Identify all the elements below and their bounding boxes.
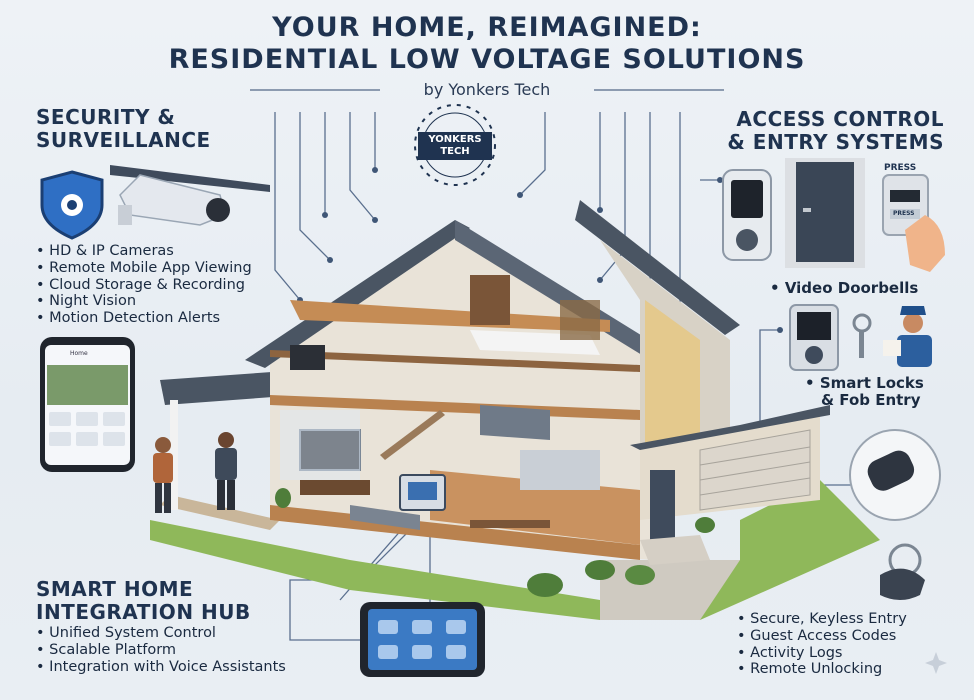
control-tablet [360, 602, 485, 677]
hub-title: SMART HOME INTEGRATION HUB [36, 578, 251, 624]
front-door-icon [785, 158, 865, 268]
list-item: Unified System Control [36, 625, 286, 642]
list-item: Guest Access Codes [737, 628, 907, 645]
front-door [650, 470, 675, 540]
list-item: Secure, Keyless Entry [737, 611, 907, 628]
yonkers-tech-logo [414, 104, 496, 186]
byline-divider-left [250, 89, 380, 91]
phone-header-text: Home [70, 350, 88, 357]
security-feature-list: HD & IP Cameras Remote Mobile App Viewin… [36, 243, 252, 327]
roof-back [575, 200, 740, 335]
list-item: Scalable Platform [36, 642, 286, 659]
access-title: ACCESS CONTROL & ENTRY SYSTEMS [727, 108, 944, 154]
fob-tag-icon [880, 543, 925, 600]
camera-icon [110, 165, 270, 226]
press-button-label: PRESS [893, 210, 915, 217]
logo-line-1: YONKERS [428, 134, 482, 145]
doorbell-icon [882, 174, 945, 272]
sparkle-icon [925, 652, 947, 674]
hub-title-line-2: INTEGRATION HUB [36, 600, 251, 624]
title-line-2: RESIDENTIAL LOW VOLTAGE SOLUTIONS [168, 44, 806, 75]
security-title: SECURITY & SURVEILLANCE [36, 106, 211, 152]
list-item: Motion Detection Alerts [36, 310, 252, 327]
list-item: Integration with Voice Assistants [36, 659, 286, 676]
list-item: HD & IP Cameras [36, 243, 252, 260]
walkway [160, 495, 280, 530]
technician-icon [883, 306, 932, 367]
list-item: Remote Mobile App Viewing [36, 260, 252, 277]
hub-feature-list: Unified System Control Scalable Platform… [36, 625, 286, 675]
mobile-phone [40, 337, 135, 472]
person-left [153, 437, 173, 513]
roof-left [245, 220, 470, 368]
list-item: Activity Logs [737, 645, 907, 662]
access-title-line-2: & ENTRY SYSTEMS [727, 130, 944, 154]
security-title-line-1: SECURITY & [36, 105, 176, 129]
locks-label: • Smart Locks & Fob Entry [805, 374, 924, 409]
list-item: Cloud Storage & Recording [36, 277, 252, 294]
security-title-line-2: SURVEILLANCE [36, 128, 211, 152]
list-item: Remote Unlocking [737, 661, 907, 678]
locks-label-line-2: & Fob Entry [821, 391, 921, 409]
press-label: PRESS [884, 163, 917, 173]
sofa-living [350, 505, 420, 530]
key-fob-icon [849, 429, 941, 521]
title-line-1: YOUR HOME, REIMAGINED: [272, 12, 702, 43]
keypad-lock-icon [789, 304, 839, 371]
roof-right [455, 220, 665, 360]
carport-roof [160, 370, 300, 405]
shield-icon [40, 170, 104, 240]
person-right [215, 432, 237, 510]
hub-title-line-1: SMART HOME [36, 577, 194, 601]
logo-text: YONKERS TECH [418, 134, 492, 158]
carport-post [170, 400, 178, 510]
doorbell-label-text: Video Doorbells [784, 279, 919, 297]
sofa-upper [480, 405, 550, 440]
floor-attic [290, 300, 610, 332]
access-feature-list: Secure, Keyless Entry Guest Access Codes… [737, 611, 907, 678]
smart-lock-keypad [722, 169, 772, 261]
locks-label-line-1: Smart Locks [819, 374, 924, 392]
list-item: Night Vision [36, 293, 252, 310]
staircase [380, 410, 445, 460]
byline-divider-right [594, 89, 724, 91]
doorbell-label: • Video Doorbells [770, 279, 919, 297]
dining-table [470, 520, 550, 528]
garage-door [699, 429, 811, 511]
tv-upper [290, 345, 325, 370]
kitchen [520, 450, 600, 490]
key-icon [852, 313, 872, 358]
logo-line-2: TECH [440, 146, 470, 157]
bookshelf [470, 275, 510, 325]
byline: by Yonkers Tech [423, 80, 551, 99]
access-title-line-1: ACCESS CONTROL [736, 107, 944, 131]
